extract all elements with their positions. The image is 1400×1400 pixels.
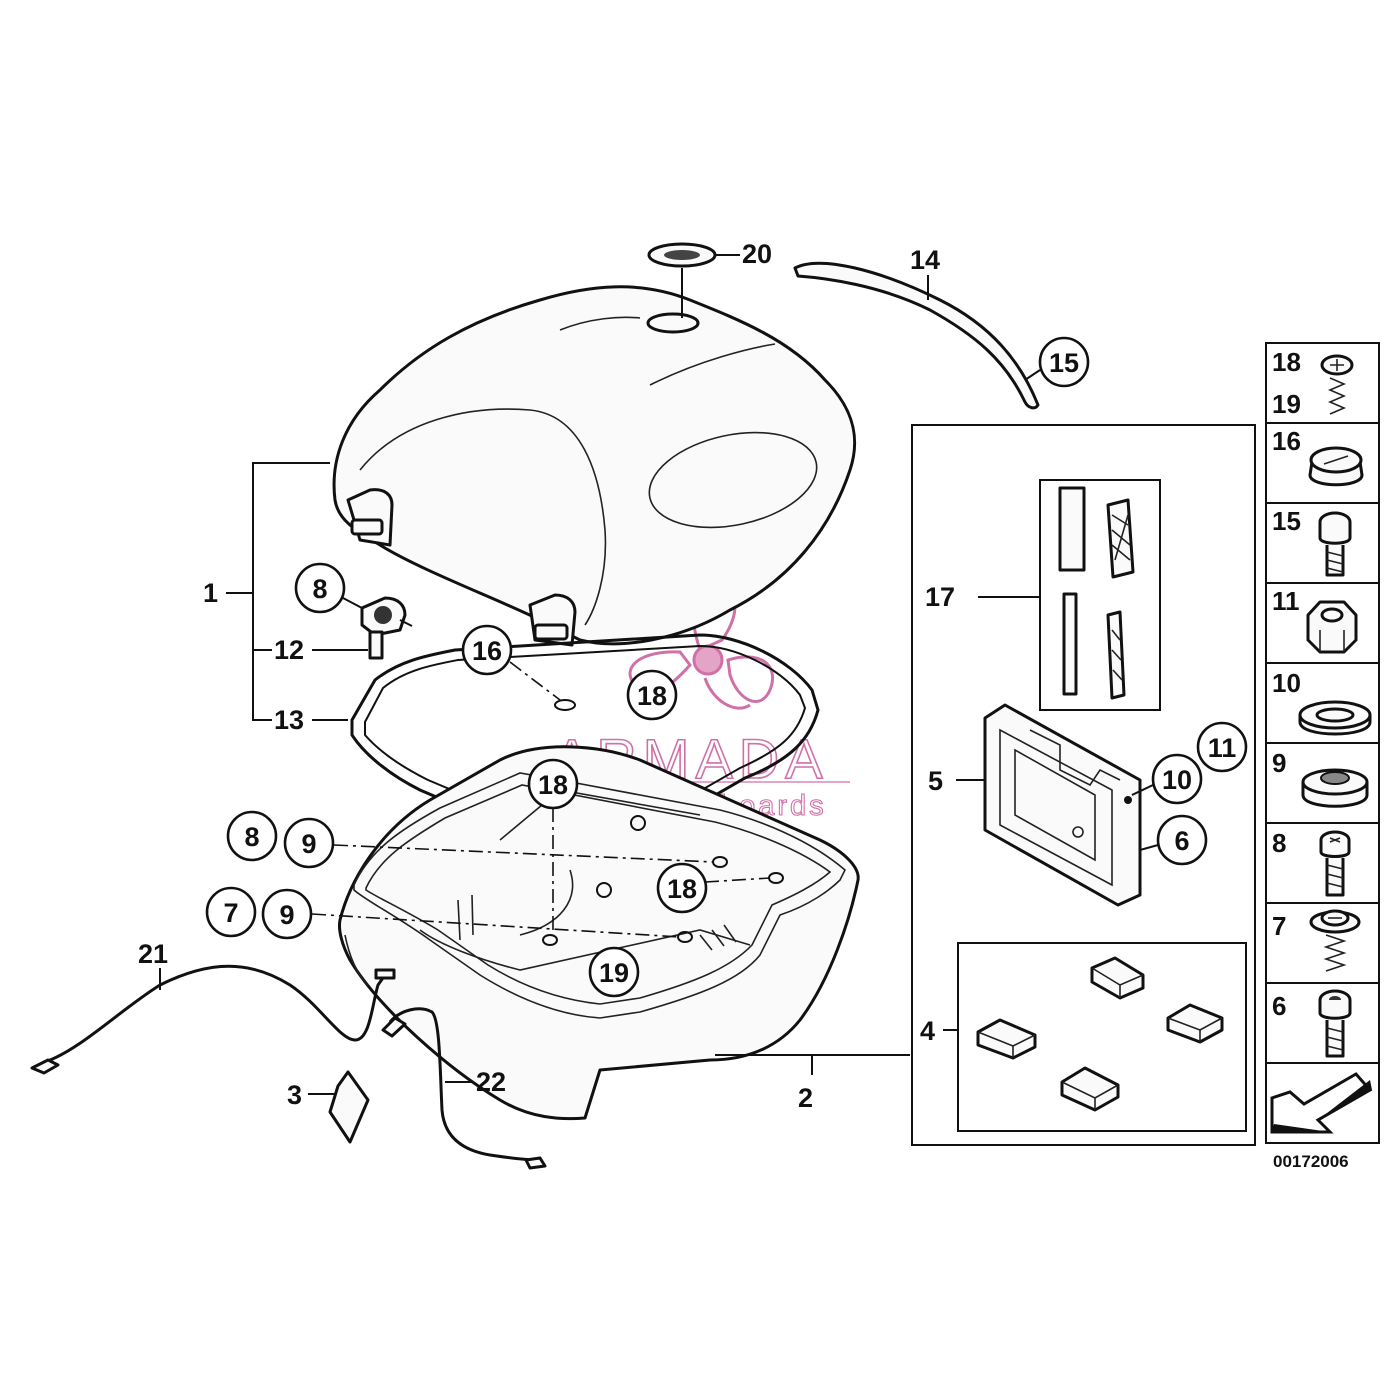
direction-arrow-icon xyxy=(1270,1072,1373,1134)
diagram-code: 00172006 xyxy=(1273,1152,1349,1171)
flat-washer-icon xyxy=(1298,700,1372,736)
callout-17: 17 xyxy=(925,582,955,612)
callout-5: 5 xyxy=(928,766,943,796)
callout-18-mid: 18 xyxy=(538,770,568,800)
callout-7: 7 xyxy=(223,898,238,928)
rubber-grommet-icon xyxy=(1301,768,1369,808)
callout-19: 19 xyxy=(599,958,629,988)
part-20-badge xyxy=(647,242,740,318)
accessory-kit-frame xyxy=(911,424,1256,1146)
top-case-base xyxy=(338,699,860,1121)
socket-screw-icon xyxy=(1318,989,1352,1058)
callout-6-kit: 6 xyxy=(1174,826,1189,856)
hex-nut-icon xyxy=(1306,600,1358,654)
torx-screw-icon xyxy=(1319,830,1351,897)
callout-10: 10 xyxy=(1162,765,1192,795)
column-label-16: 16 xyxy=(1272,426,1301,456)
screw-with-spring-icon xyxy=(1320,354,1354,415)
callout-3: 3 xyxy=(287,1080,302,1110)
callout-9-lower: 9 xyxy=(279,900,294,930)
column-label-7: 7 xyxy=(1272,911,1286,941)
callout-8-lock: 8 xyxy=(312,574,327,604)
column-label-19: 19 xyxy=(1272,389,1301,419)
column-label-9: 9 xyxy=(1272,748,1286,778)
callout-21: 21 xyxy=(138,939,168,969)
part-21-cable xyxy=(30,964,396,1075)
callout-18-right: 18 xyxy=(667,874,697,904)
column-label-18: 18 xyxy=(1272,347,1301,377)
callout-22: 22 xyxy=(476,1067,506,1097)
callout-1: 1 xyxy=(203,578,218,608)
part-4-pads-box xyxy=(957,942,1247,1132)
part-13-seal xyxy=(350,633,820,859)
callout-15: 15 xyxy=(1049,348,1079,378)
column-label-8: 8 xyxy=(1272,828,1286,858)
column-label-15: 15 xyxy=(1272,506,1301,536)
cap-plug-icon xyxy=(1308,446,1364,487)
callout-12: 12 xyxy=(274,635,304,665)
part-4-pads xyxy=(976,956,1224,1112)
column-label-10: 10 xyxy=(1272,668,1301,698)
part-12-lock xyxy=(360,596,413,660)
part-22-cable xyxy=(381,1007,547,1170)
part-5-holder xyxy=(983,703,1142,907)
callout-9-upper: 9 xyxy=(301,829,316,859)
callout-20: 20 xyxy=(742,239,772,269)
screw-with-washer-icon xyxy=(1309,909,1361,972)
callout-16: 16 xyxy=(472,636,502,666)
callout-2: 2 xyxy=(798,1083,813,1113)
top-case-lid xyxy=(332,285,857,647)
part-17-pads-box xyxy=(1039,479,1161,711)
parts-column: 18 19 16 15 11 10 xyxy=(1265,342,1380,1144)
part-3-clip xyxy=(328,1070,370,1144)
callout-14: 14 xyxy=(910,245,940,275)
callout-18-top: 18 xyxy=(637,681,667,711)
column-label-6: 6 xyxy=(1272,991,1286,1021)
callout-13: 13 xyxy=(274,705,304,735)
part-14-trim-strip xyxy=(793,261,1040,410)
column-label-11: 11 xyxy=(1272,586,1300,616)
callout-4: 4 xyxy=(920,1016,935,1046)
hex-socket-screw-icon xyxy=(1318,511,1352,577)
callout-8-base: 8 xyxy=(244,822,259,852)
callout-11: 11 xyxy=(1208,733,1237,763)
